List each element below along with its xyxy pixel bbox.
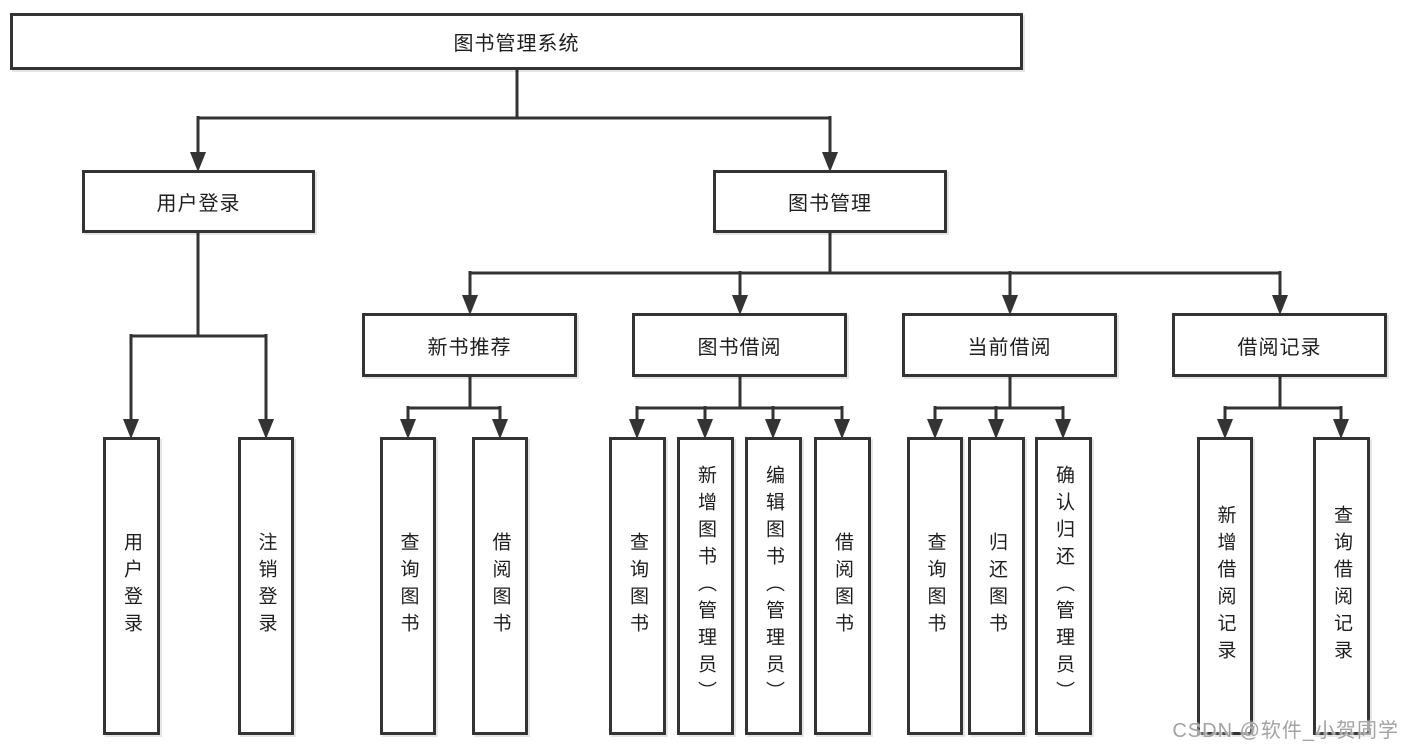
arrowhead-icon [988, 419, 1004, 439]
leaf-newbook-borrow-books: 借阅图书 [472, 437, 528, 735]
leaf-borrowing-borrow-books: 借阅图书 [814, 437, 871, 735]
leaf-borrowing-edit-books-admin: 编辑图书（管理员） [745, 437, 802, 735]
arrowhead-icon [697, 419, 713, 439]
leaf-borrowing-query-books: 查询图书 [609, 437, 666, 735]
leaf-logout: 注销登录 [238, 437, 294, 735]
connector-user-login-to-leaves [123, 233, 274, 439]
node-book-borrowing: 图书借阅 [632, 313, 847, 377]
leaf-records-query-borrow-record: 查询借阅记录 [1313, 437, 1370, 735]
connector-new-book-to-leaves [400, 377, 508, 439]
watermark: CSDN @软件_小贺同学 [1172, 720, 1399, 742]
leaf-borrowing-add-books-admin: 新增图书（管理员） [677, 437, 734, 735]
leaf-user-login: 用户登录 [103, 437, 160, 735]
arrowhead-icon [629, 419, 645, 439]
node-borrowing-records: 借阅记录 [1172, 313, 1387, 377]
leaf-current-return-books: 归还图书 [968, 437, 1025, 735]
arrowhead-icon [258, 419, 274, 439]
arrowhead-icon [1002, 295, 1018, 315]
arrowhead-icon [927, 419, 943, 439]
leaf-newbook-query-books: 查询图书 [380, 437, 436, 735]
arrowhead-icon [190, 152, 206, 172]
arrowhead-icon [765, 419, 781, 439]
arrowhead-icon [834, 419, 850, 439]
node-current-borrowing: 当前借阅 [902, 313, 1117, 377]
node-new-book-recommendation: 新书推荐 [362, 313, 577, 377]
node-book-management: 图书管理 [713, 170, 947, 233]
arrowhead-icon [1333, 419, 1349, 439]
arrowhead-icon [732, 295, 748, 315]
arrowhead-icon [123, 419, 139, 439]
leaf-current-query-books: 查询图书 [907, 437, 963, 735]
node-library-management-system: 图书管理系统 [10, 13, 1023, 70]
node-user-login: 用户登录 [82, 170, 315, 233]
connector-borrow-records-to-leaves [1217, 377, 1349, 439]
arrowhead-icon [822, 152, 838, 172]
connector-book-management-to-level3 [462, 233, 1288, 315]
arrowhead-icon [462, 295, 478, 315]
arrowhead-icon [400, 419, 416, 439]
connector-book-borrowing-to-leaves [629, 377, 850, 439]
leaf-records-add-borrow-record: 新增借阅记录 [1197, 437, 1253, 735]
arrowhead-icon [492, 419, 508, 439]
arrowhead-icon [1272, 295, 1288, 315]
arrowhead-icon [1217, 419, 1233, 439]
arrowhead-icon [1055, 419, 1071, 439]
connector-current-borrowing-to-leaves [927, 377, 1071, 439]
leaf-current-confirm-return-admin: 确认归还（管理员） [1035, 437, 1092, 735]
connector-root-to-level2 [190, 70, 838, 172]
